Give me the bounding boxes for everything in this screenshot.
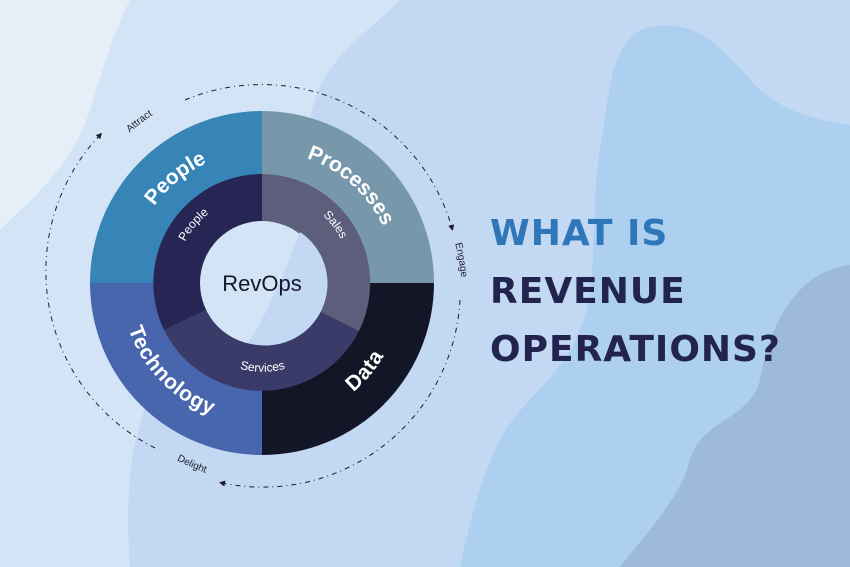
title-line-3: OPERATIONS? [490,329,781,370]
cycle-label-attract: Attract [124,108,154,135]
title-line-2: REVENUE [490,271,686,312]
cycle-label-engage: Engage [452,242,469,279]
page-title: WHAT IS REVENUE OPERATIONS? [490,205,781,379]
center-label: RevOps [222,271,301,296]
cycle-arrows [45,84,461,488]
cycle-label-delight: Delight [175,453,208,476]
inner-label-services: Services [239,358,286,375]
title-line-1: WHAT IS [490,213,669,254]
